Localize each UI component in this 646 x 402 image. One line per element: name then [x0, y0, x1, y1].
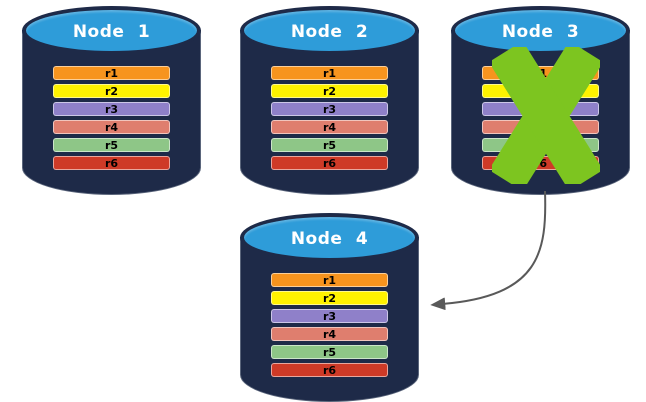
- row-label: r5: [104, 138, 119, 152]
- node-title: Node 1: [72, 22, 151, 42]
- row-label: r1: [322, 273, 337, 287]
- row-r3: r3: [53, 102, 170, 116]
- row-list: r1 r2 r3 r4 r5 r6: [271, 66, 388, 174]
- row-r5: r5: [53, 138, 170, 152]
- node-title: Node 4: [290, 229, 369, 249]
- row-r1: r1: [271, 273, 388, 287]
- row-r1: r1: [53, 66, 170, 80]
- curved-arrow-icon: [430, 190, 547, 311]
- x-mark-icon: [492, 47, 600, 184]
- row-r5: r5: [271, 138, 388, 152]
- row-r4: r4: [271, 120, 388, 134]
- row-r6: r6: [53, 156, 170, 170]
- row-r4: r4: [271, 327, 388, 341]
- row-r3: r3: [271, 309, 388, 323]
- row-label: r3: [104, 102, 119, 116]
- cylinder-top: Node 1: [22, 6, 201, 55]
- row-r6: r6: [271, 156, 388, 170]
- cylinder-top: Node 2: [240, 6, 419, 55]
- node-1: Node 1 r1 r2 r3 r4 r5 r6: [22, 6, 201, 195]
- node-4: Node 4 r1 r2 r3 r4 r5 r6: [240, 213, 419, 402]
- row-label: r3: [322, 102, 337, 116]
- row-label: r4: [104, 120, 119, 134]
- row-r4: r4: [53, 120, 170, 134]
- row-label: r3: [322, 309, 337, 323]
- row-label: r5: [322, 138, 337, 152]
- row-label: r6: [104, 156, 119, 170]
- row-label: r1: [322, 66, 337, 80]
- cylinder-top: Node 3: [451, 6, 630, 55]
- row-r2: r2: [271, 84, 388, 98]
- row-r2: r2: [271, 291, 388, 305]
- row-label: r5: [322, 345, 337, 359]
- row-r6: r6: [271, 363, 388, 377]
- row-list: r1 r2 r3 r4 r5 r6: [271, 273, 388, 381]
- row-label: r4: [322, 327, 337, 341]
- node-title: Node 2: [290, 22, 369, 42]
- row-label: r1: [104, 66, 119, 80]
- row-list: r1 r2 r3 r4 r5 r6: [53, 66, 170, 174]
- node-title: Node 3: [501, 22, 580, 42]
- row-r5: r5: [271, 345, 388, 359]
- row-label: r6: [533, 156, 548, 170]
- row-label: r6: [322, 156, 337, 170]
- row-label: r2: [322, 84, 337, 98]
- row-r3: r3: [271, 102, 388, 116]
- row-label: r2: [104, 84, 119, 98]
- row-r2: r2: [53, 84, 170, 98]
- row-label: r6: [322, 363, 337, 377]
- row-label: r4: [322, 120, 337, 134]
- row-label: r2: [322, 291, 337, 305]
- node-2: Node 2 r1 r2 r3 r4 r5 r6: [240, 6, 419, 195]
- row-r1: r1: [271, 66, 388, 80]
- cylinder-top: Node 4: [240, 213, 419, 262]
